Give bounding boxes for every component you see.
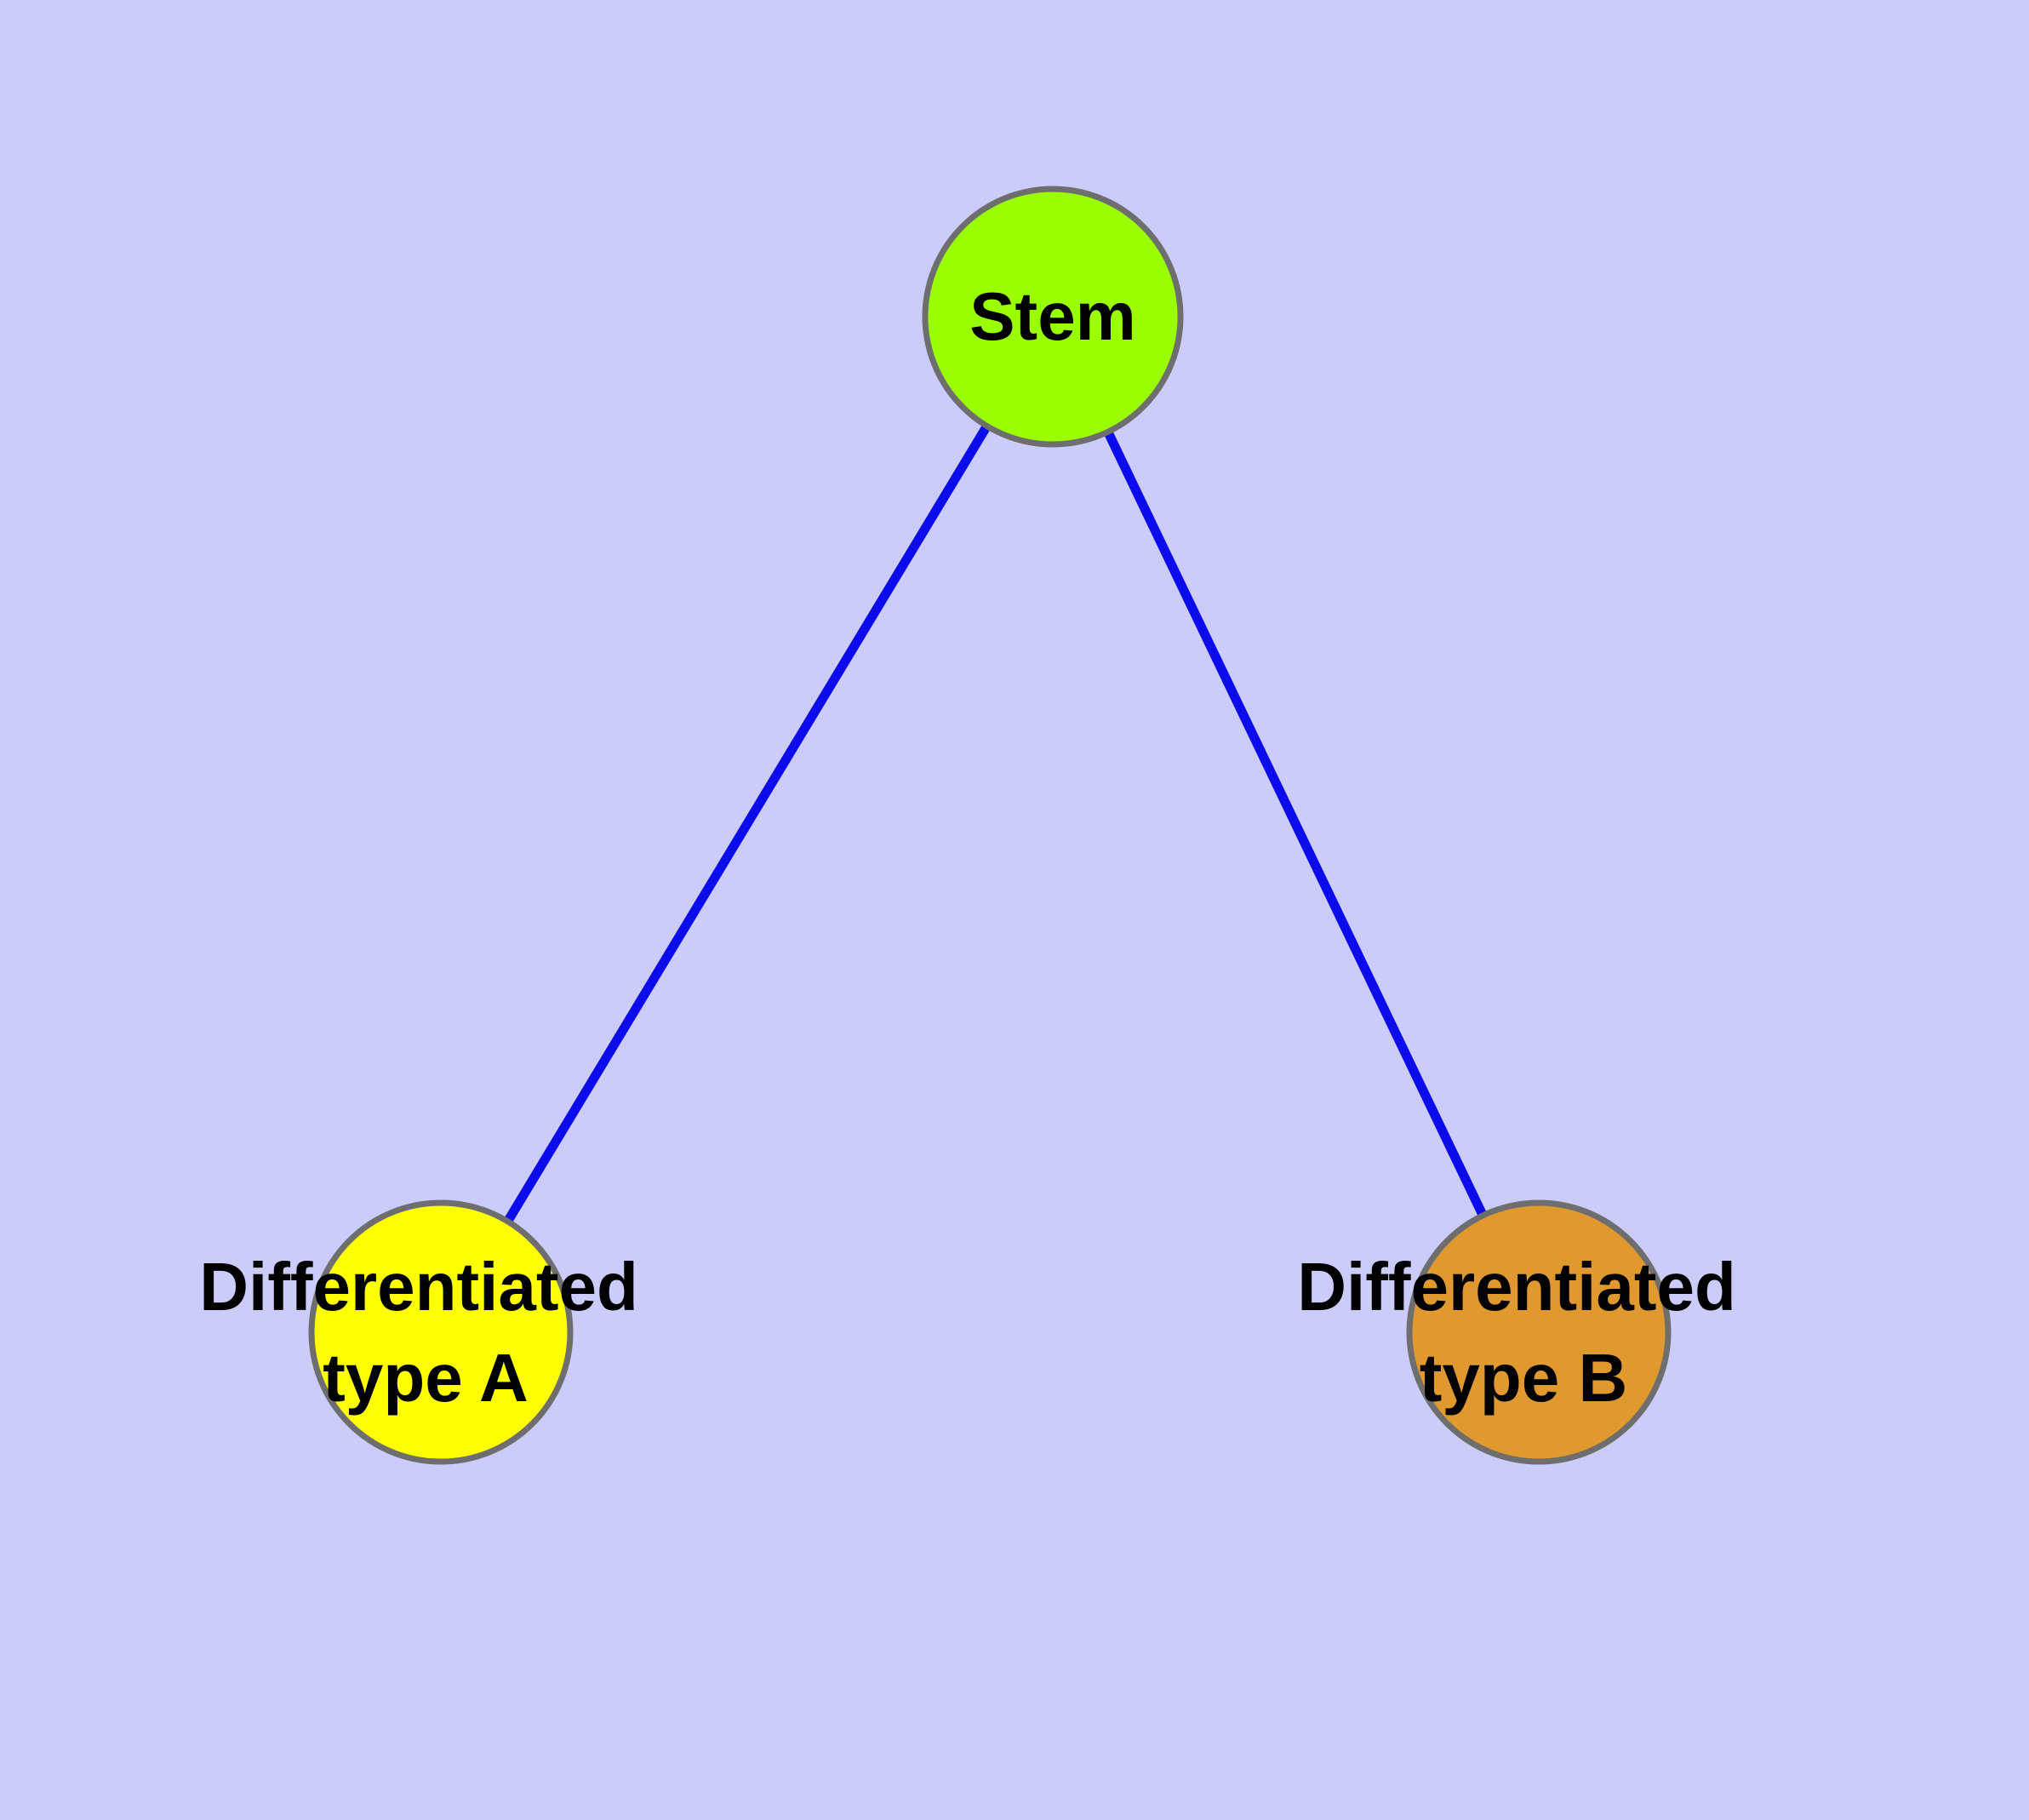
node-differentiated-type-a-label-line2: type A [323,1340,529,1416]
node-differentiated-type-a-circle[interactable] [308,1199,574,1465]
node-label-group: Stem Differentiated type A Differentiate… [199,278,1736,1416]
node-differentiated-type-a-label: Differentiated type A [199,1249,638,1416]
node-differentiated-type-b-circle[interactable] [1406,1199,1672,1465]
node-stem-label: Stem [969,278,1136,354]
edge-group [437,314,1543,1335]
node-differentiated-type-b-label-line2: type B [1420,1340,1628,1416]
node-differentiated-type-b-label: Differentiated type B [1297,1249,1736,1416]
node-group [308,186,1672,1465]
edge-stem-to-differentiated-type-b[interactable] [1049,314,1543,1335]
node-differentiated-type-b-label-line1: Differentiated [1297,1249,1736,1325]
node-differentiated-type-a-label-line1: Differentiated [199,1249,638,1325]
node-stem-circle[interactable] [922,186,1184,448]
edge-stem-to-differentiated-type-a[interactable] [437,314,1057,1335]
